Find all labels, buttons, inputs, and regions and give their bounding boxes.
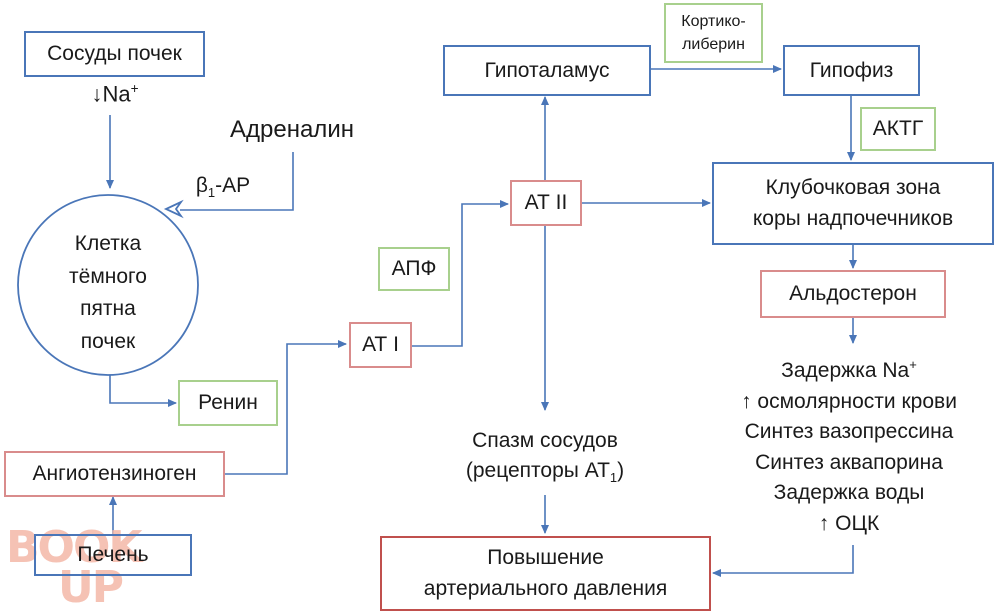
arrow-at1-to-at2 — [412, 200, 509, 347]
node-zona-glomerulosa: Клубочковая зона коры надпочечников — [712, 162, 994, 245]
node-vasospasm: Спазм сосудов (рецепторы АТ1) — [465, 429, 625, 486]
node-corticoliberin: Кортико- либерин — [664, 3, 763, 63]
arrow-adrenaline-to-receptor — [180, 152, 294, 211]
node-pituitary: Гипофиз — [783, 45, 920, 96]
na-decrease-label: ↓Na+ — [91, 81, 139, 107]
effect-na-retention: Задержка Na+ — [781, 357, 917, 382]
dark-spot-cell-circle — [17, 194, 199, 376]
node-adrenaline: Адреналин — [230, 116, 354, 143]
arrow-cell-to-renin — [109, 375, 177, 407]
arrow-effects-to-bp — [712, 545, 854, 577]
down-arrow-icon: ↓ — [91, 81, 103, 107]
node-ace: АПФ — [378, 247, 450, 291]
node-aldosterone: Альдостерон — [760, 270, 946, 318]
receptor-chevron-icon — [163, 199, 184, 219]
effect-aquaporin: Синтез аквапорина — [755, 450, 943, 474]
effect-bcv: ↑ ОЦК — [818, 511, 880, 535]
node-renin: Ренин — [178, 380, 278, 426]
bookup-watermark-logo: BOOK UP — [6, 522, 142, 613]
node-angiotensinogen: Ангиотензиноген — [4, 451, 225, 497]
aldosterone-effects-list: Задержка Na+ ↑ осмолярности крови Синтез… — [700, 350, 998, 539]
node-acth: АКТГ — [860, 107, 936, 151]
effect-vasopressin: Синтез вазопрессина — [744, 420, 954, 443]
node-bp-increase: Повышение артериального давления — [380, 536, 711, 611]
node-at2: АТ II — [510, 180, 582, 226]
beta1-receptor-label: β1-АР — [195, 174, 251, 201]
effect-osmolarity: ↑ осмолярности крови — [741, 389, 957, 413]
node-kidney-vessels-label: Сосуды почек — [47, 42, 182, 66]
node-liver: Печень — [34, 534, 192, 576]
effect-water-retention: Задержка воды — [773, 481, 925, 504]
node-kidney-vessels: Сосуды почек — [24, 31, 205, 77]
arrow-angiotensinogen-to-at1 — [225, 340, 347, 475]
node-dark-spot-cell: Клетка тёмного пятна почек — [69, 232, 147, 353]
node-at1: АТ I — [349, 322, 412, 368]
node-hypothalamus: Гипоталамус — [443, 45, 651, 96]
